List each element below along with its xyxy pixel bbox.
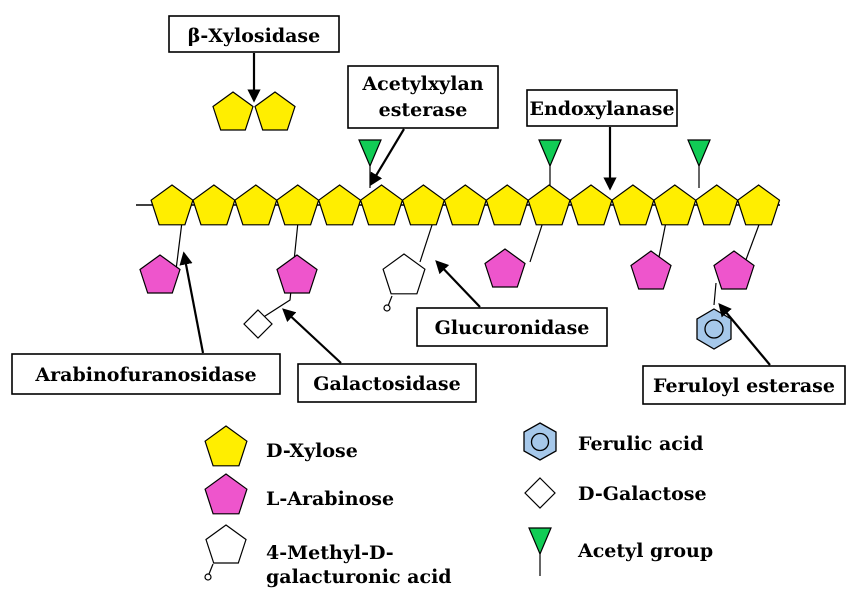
endoxylanase-box (526, 89, 678, 127)
legend-d-galactose-label: D-Galactose (578, 483, 707, 505)
legend-methyl-line2: galacturonic acid (266, 566, 452, 588)
ferulic-acid-legend-icon (523, 422, 557, 461)
d-xylose-legend-icon (204, 425, 248, 467)
side-chain-sugars (139, 248, 755, 294)
arrow-glucuronidase (435, 260, 481, 308)
acetyl-group-icon (358, 139, 382, 168)
legend-acetyl-group-label: Acetyl group (577, 540, 713, 562)
feruloyl-esterase-label: Feruloyl esterase (653, 375, 835, 397)
l-arabinose-icon (276, 254, 318, 294)
xylose-unit-icon (736, 184, 781, 226)
ferulic-acid-icon (696, 308, 732, 350)
d-galactose-legend-icon (524, 477, 556, 509)
branch-stem-arabinose-4 (743, 221, 761, 266)
branch-stem-methyl (419, 221, 434, 263)
acetyl-group-icon (538, 139, 562, 168)
xylose-unit-icon (653, 184, 697, 226)
xylose-unit-icon (254, 91, 296, 131)
xylose-unit-icon (611, 184, 655, 226)
glucuronidase-label: Glucuronidase (435, 317, 590, 339)
branch-stem-arabinose-3 (657, 221, 667, 263)
l-arabinose-icon (484, 248, 526, 288)
acetylxylan-label-line1: Acetylxylan (361, 73, 483, 95)
beta-xylosidase-box (168, 15, 340, 53)
galactosidase-box (297, 363, 477, 403)
feruloyl-esterase-box (642, 365, 846, 405)
branch-stem-arabinose-2 (529, 221, 544, 263)
xylobiose-dimer (212, 91, 296, 131)
acetylxylan-esterase-box (347, 65, 499, 129)
methyl-galacturonic-acid-icon (382, 253, 426, 312)
xylose-unit-icon (317, 184, 362, 226)
acetyl-group-icon (687, 139, 711, 168)
l-arabinose-icon (139, 254, 181, 294)
methyl-galacturonic-legend-icon (204, 524, 247, 581)
legend-methyl-line1: 4-Methyl-D- (266, 542, 394, 564)
arabinofuranosidase-box (11, 353, 281, 395)
branch-stem-ferulic (713, 282, 717, 306)
xylose-unit-icon (359, 184, 404, 226)
xylose-unit-icon (192, 184, 236, 226)
galactosidase-label: Galactosidase (313, 373, 460, 395)
arrow-acetylxylan-esterase (369, 128, 405, 187)
xylose-unit-icon (401, 184, 446, 226)
glucuronidase-box (416, 307, 608, 347)
arrow-galactosidase (282, 308, 342, 364)
acetyl-group-legend-icon (528, 527, 552, 576)
xylose-unit-icon (527, 184, 571, 226)
xylose-unit-icon (569, 184, 613, 226)
arabinofuranosidase-label: Arabinofuranosidase (34, 364, 256, 386)
branch-stem-arabinose-1 (175, 221, 183, 271)
legend-l-arabinose-label: L-Arabinose (266, 488, 394, 510)
legend-d-xylose-label: D-Xylose (266, 440, 358, 462)
l-arabinose-legend-icon (204, 473, 248, 515)
xylose-unit-icon (443, 184, 487, 226)
endoxylanase-label: Endoxylanase (529, 98, 674, 120)
xylose-unit-icon (276, 184, 320, 226)
xylose-unit-icon (695, 184, 739, 226)
d-galactose-icon (243, 309, 273, 339)
arrow-arabinofuranosidase (179, 251, 205, 354)
beta-xylosidase-label: β-Xylosidase (188, 25, 320, 47)
xylose-unit-icon (234, 184, 278, 226)
branch-stem-galactose (261, 221, 299, 319)
l-arabinose-icon (713, 250, 755, 290)
xylose-unit-icon (150, 184, 194, 226)
xylose-unit-icon (485, 184, 529, 226)
xylose-unit-icon (212, 91, 254, 131)
acetylxylan-label-line2: esterase (379, 99, 468, 121)
xylose-backbone (150, 184, 781, 226)
legend-ferulic-acid-label: Ferulic acid (578, 433, 703, 455)
arrow-feruloyl-esterase (718, 302, 771, 366)
legend: D-Xylose L-Arabinose 4-Methyl-D- galactu… (204, 422, 713, 588)
l-arabinose-icon (630, 250, 672, 290)
